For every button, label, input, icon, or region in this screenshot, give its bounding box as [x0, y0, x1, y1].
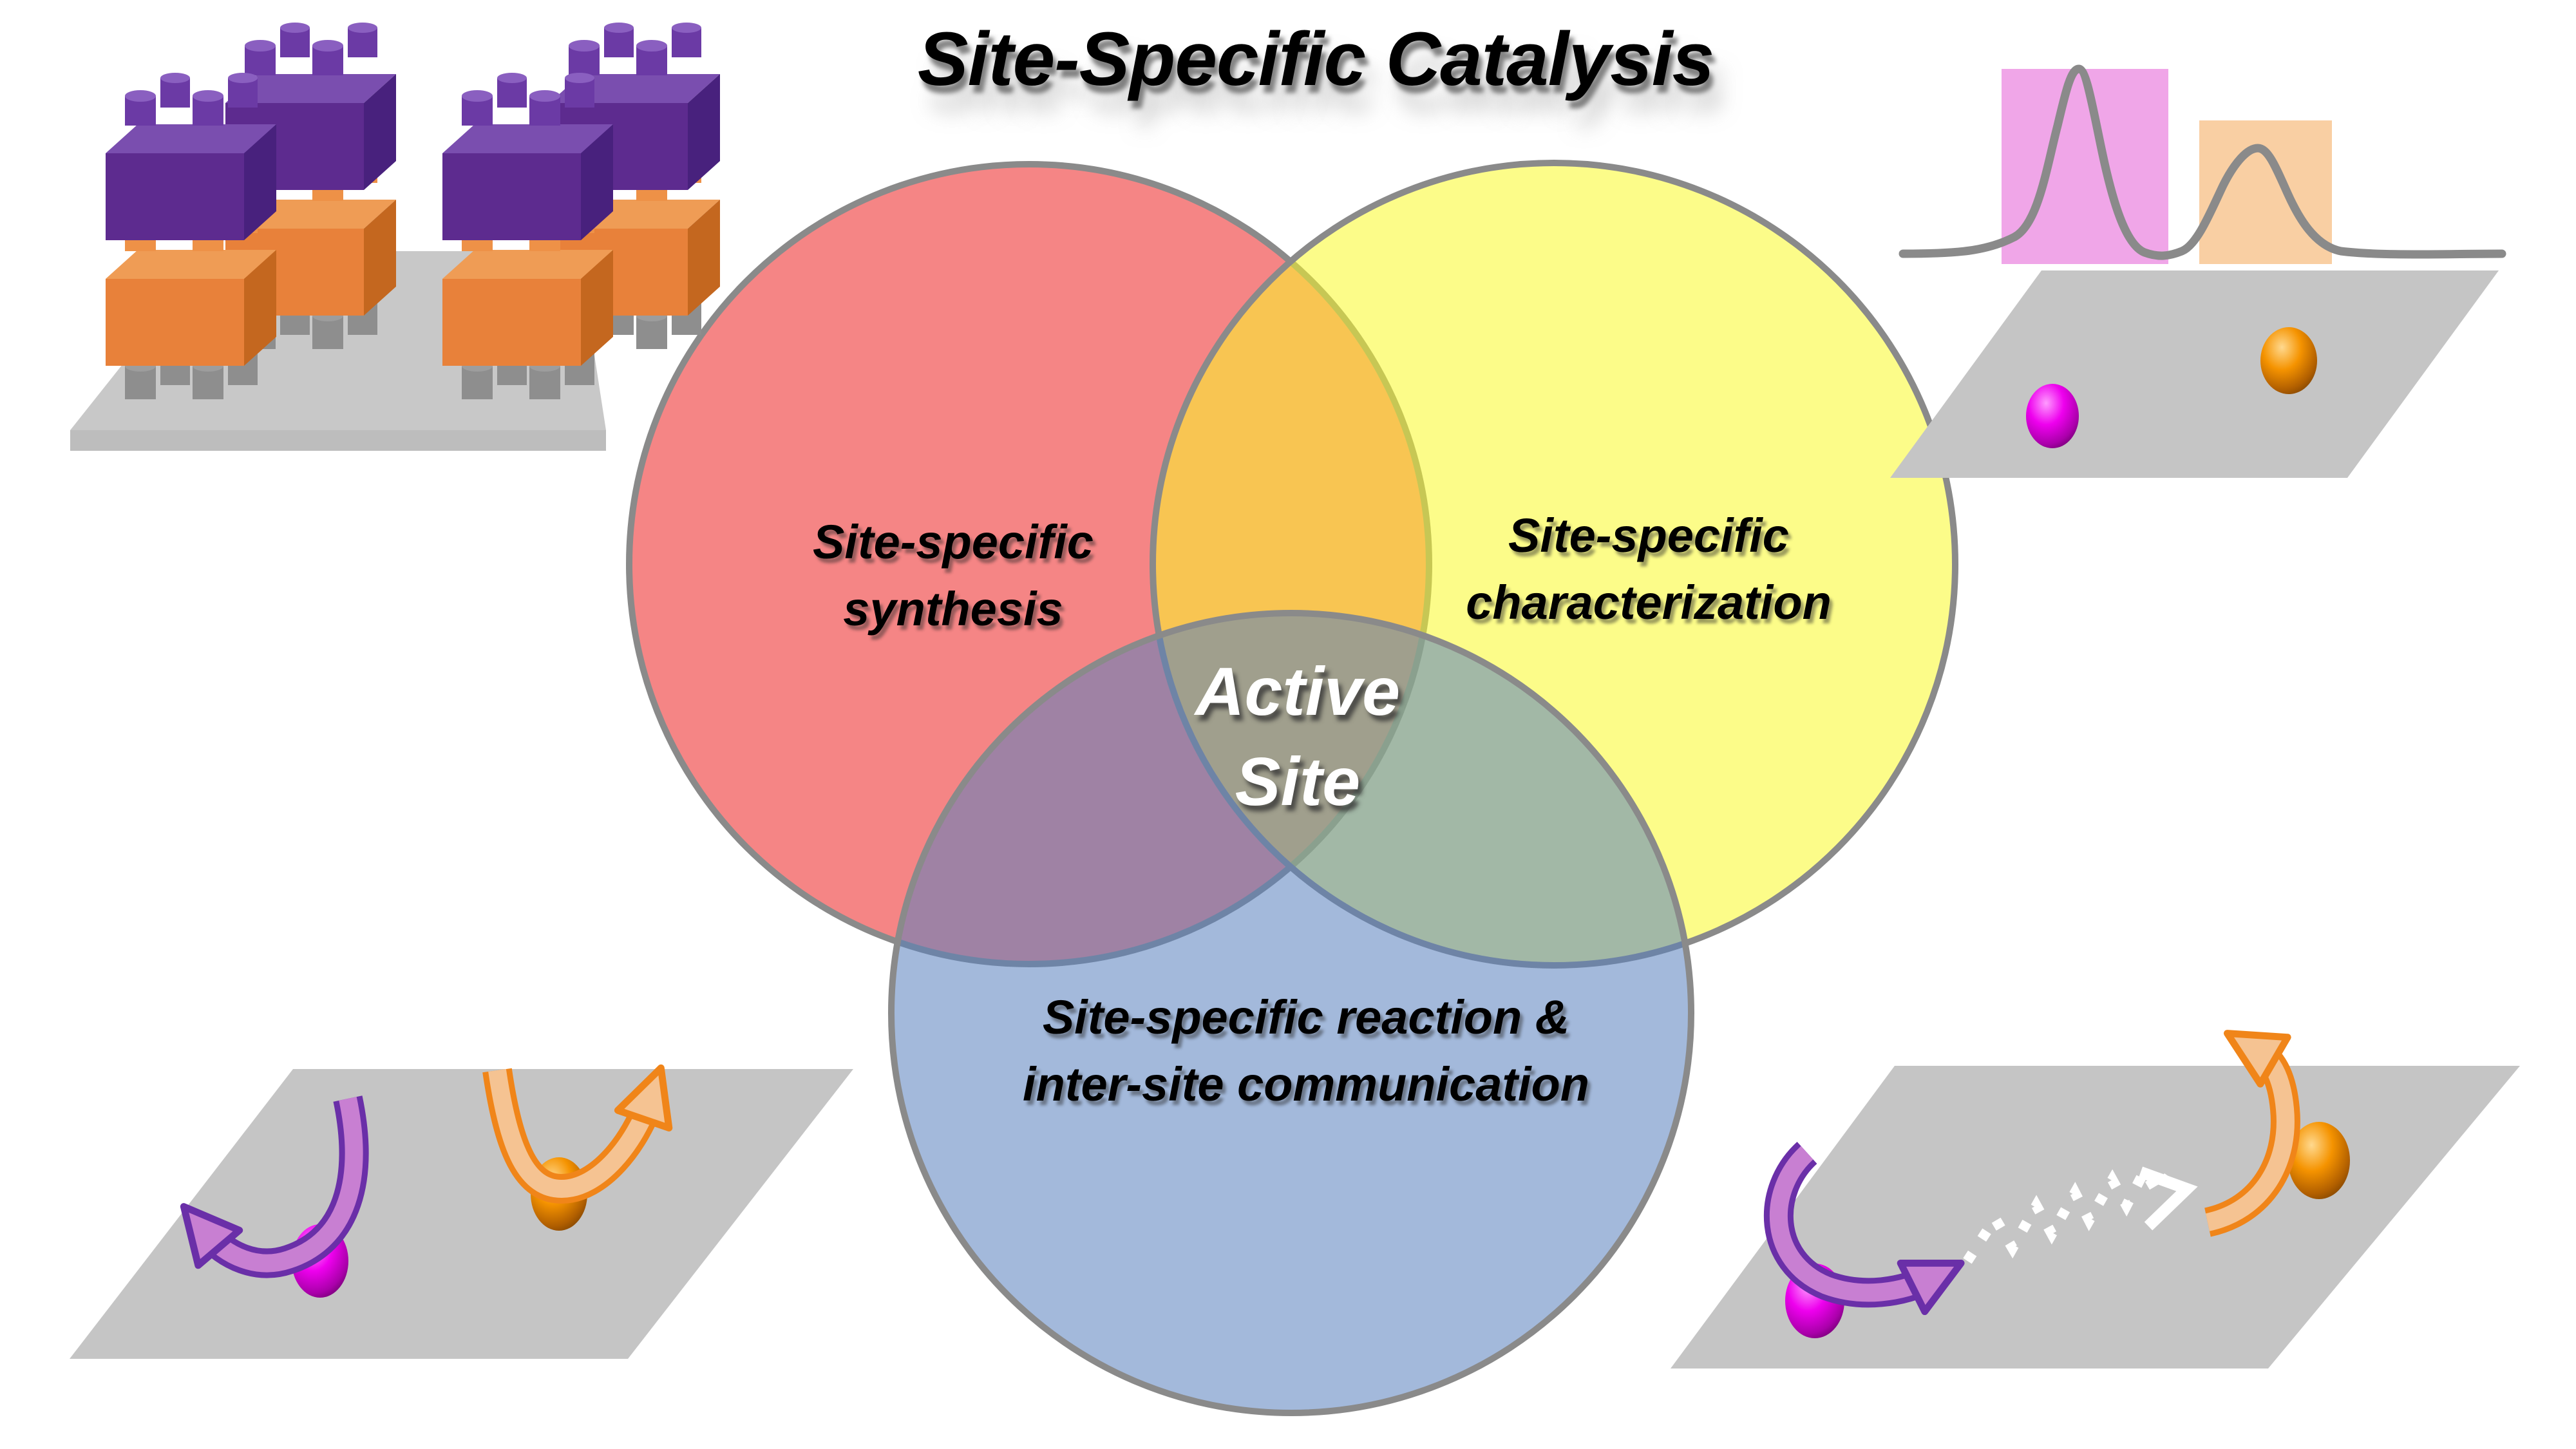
label-line: inter-site communication [1023, 1057, 1589, 1111]
label-line: Active [1195, 654, 1401, 730]
support-platform-front [70, 430, 606, 451]
label-line: Site-specific reaction & [1042, 990, 1570, 1044]
orange-curved-arrow [2204, 1030, 2300, 1237]
dotted-zigzag-arrow [1963, 1160, 2198, 1264]
lego-assembly-illustration [70, 23, 720, 451]
label-line: Site [1235, 743, 1361, 820]
support-platform [70, 1069, 853, 1359]
site-specific-reaction-illustration [70, 1064, 853, 1359]
inter-site-communication-illustration [1671, 1030, 2520, 1368]
label-site-specific-characterization: Site-specific characterization [1466, 502, 1832, 636]
venn-diagram [626, 160, 1958, 1416]
label-line: Site-specific [1508, 509, 1789, 562]
label-site-specific-synthesis: Site-specific synthesis [813, 509, 1094, 642]
pink-peak-highlight [2002, 69, 2168, 264]
label-site-specific-reaction: Site-specific reaction & inter-site comm… [1023, 984, 1589, 1117]
orange-site-sphere [2288, 1122, 2350, 1199]
purple-curved-arrow [1763, 1141, 1965, 1316]
label-active-site: Active Site [1195, 647, 1400, 828]
spectroscopy-illustration [1890, 64, 2506, 478]
purple-curved-arrow [180, 1095, 369, 1278]
label-line: Site-specific [813, 515, 1094, 569]
venn-circle-reaction [888, 610, 1694, 1416]
spectrum-curve [1899, 64, 2506, 260]
label-line: characterization [1466, 575, 1832, 629]
orange-curved-arrow [482, 1064, 673, 1204]
orange-site-sphere [2260, 327, 2317, 394]
support-platform [1890, 270, 2499, 478]
figure-title: Site-Specific Catalysis [917, 17, 1714, 102]
label-line: synthesis [843, 582, 1063, 636]
magenta-site-sphere [2026, 384, 2079, 448]
